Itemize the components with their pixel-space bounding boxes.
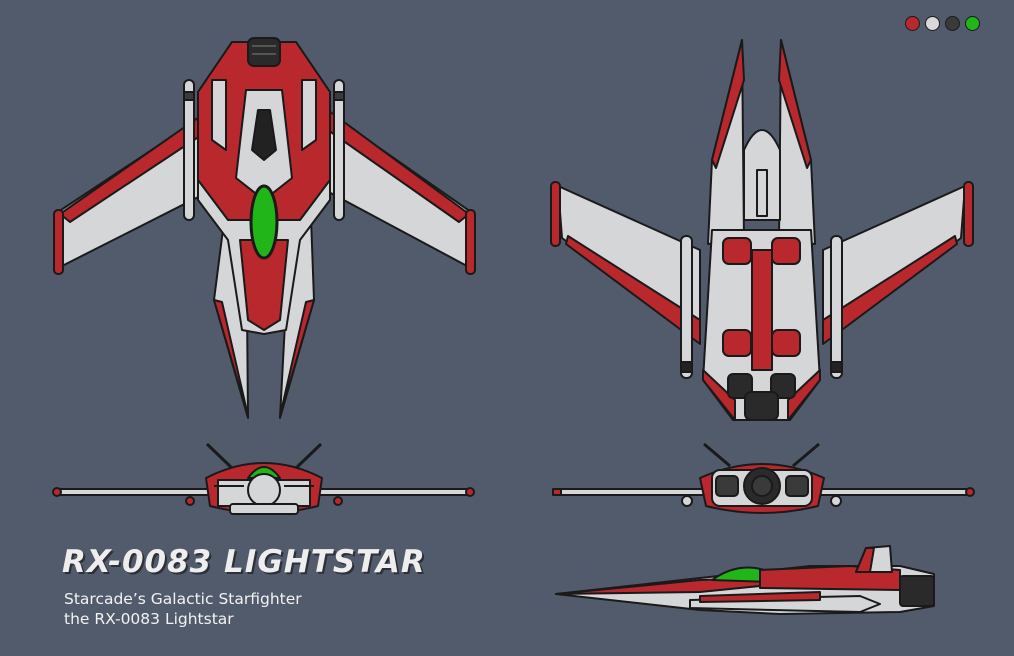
front-view [52, 442, 475, 515]
subtitle-line-1: Starcade’s Galactic Starfighter [64, 590, 302, 608]
bottom-view [550, 39, 974, 421]
page-title: RX-0083 LIGHTSTAR [62, 544, 426, 580]
subtitle-line-2: the RX-0083 Lightstar [64, 610, 234, 628]
top-view [53, 37, 476, 419]
swatch-dark [945, 16, 960, 31]
top-view-right-wing [324, 107, 476, 275]
side-view [555, 545, 935, 615]
rear-view [552, 442, 975, 514]
swatch-green [965, 16, 980, 31]
swatch-grey [925, 16, 940, 31]
color-palette [905, 16, 980, 31]
swatch-red [905, 16, 920, 31]
top-view-canopy [249, 184, 279, 260]
bottom-view-right-wing [822, 181, 974, 345]
bottom-view-left-wing [550, 181, 701, 345]
top-view-left-wing [53, 107, 213, 275]
